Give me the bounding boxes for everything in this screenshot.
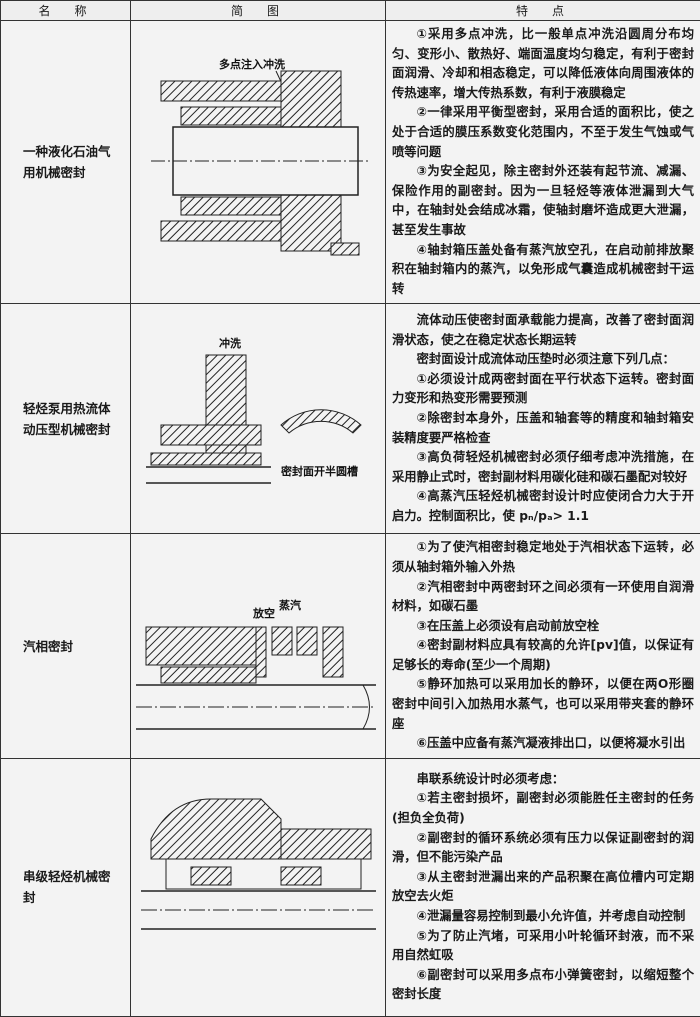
table-row: 轻烃泵用热流体动压型机械密封 冲洗 密封面开半圆槽 流体动压使密封面承载能力提高…	[1, 304, 700, 534]
feature-item: ④泄漏量容易控制到最小允许值，并考虑自动控制	[392, 907, 694, 927]
diagram-label: 多点注入冲洗	[219, 57, 285, 71]
features-cell: ①采用多点冲洗，比一般单点冲洗沿圆周分布均匀、变形小、散热好、端面温度均匀稳定，…	[386, 21, 700, 304]
diagram-label: 蒸汽	[279, 598, 301, 612]
diagram-label: 密封面开半圆槽	[281, 464, 358, 478]
seal-name: 轻烃泵用热流体动压型机械密封	[1, 304, 131, 534]
features-cell: 流体动压使密封面承载能力提高，改善了密封面润滑状态，使之在稳定状态长期运转 密封…	[386, 304, 700, 534]
feature-item: ③在压盖上必须设有启动前放空栓	[392, 617, 694, 637]
feature-item: ③为安全起见，除主密封外还装有起节流、减漏、保险作用的副密封。因为一旦轻烃等液体…	[392, 162, 694, 240]
tandem-seal-diagram	[131, 759, 386, 1015]
diagram-label: 放空	[252, 606, 275, 620]
feature-item: ②副密封的循环系统必须有压力以保证副密封的润滑，但不能污染产品	[392, 829, 694, 868]
table-row: 串级轻烃机械密封 串联系统设计时必须考虑： ①若主密封损坏，副密封必须能胜任主密…	[1, 758, 700, 1016]
feature-item: ②除密封本身外，压盖和轴套等的精度和轴封箱安装精度要严格检查	[392, 409, 694, 448]
feature-item: ④高蒸汽压轻烃机械密封设计时应使闭合力大于开启力。控制面积比，使 pₙ/pₐ> …	[392, 487, 694, 526]
feature-item: ②汽相密封中两密封环之间必须有一环使用自润滑材料，如碳石墨	[392, 578, 694, 617]
feature-item: ②一律采用平衡型密封，采用合适的面积比，使之处于合适的膜压系数变化范围内，不至于…	[392, 103, 694, 162]
diagram-cell: 放空 蒸汽	[131, 534, 386, 759]
hydrodynamic-seal-diagram: 冲洗 密封面开半圆槽	[131, 305, 386, 533]
seal-name: 一种液化石油气用机械密封	[1, 21, 131, 304]
diagram-cell: 多点注入冲洗	[131, 21, 386, 304]
seal-name: 串级轻烃机械密封	[1, 758, 131, 1016]
feature-item: 流体动压使密封面承载能力提高，改善了密封面润滑状态，使之在稳定状态长期运转	[392, 311, 694, 350]
lpg-seal-diagram: 多点注入冲洗	[131, 31, 386, 294]
features-cell: ①为了使汽相密封稳定地处于汽相状态下运转，必须从轴封箱外输入外热 ②汽相密封中两…	[386, 534, 700, 759]
feature-item: 密封面设计成流体动压垫时必须注意下列几点：	[392, 350, 694, 370]
seal-name: 汽相密封	[1, 534, 131, 759]
feature-item: 串联系统设计时必须考虑：	[392, 770, 694, 790]
feature-item: ①采用多点冲洗，比一般单点冲洗沿圆周分布均匀、变形小、散热好、端面温度均匀稳定，…	[392, 25, 694, 103]
feature-item: ④轴封箱压盖处备有蒸汽放空孔，在启动前排放聚积在轴封箱内的蒸汽，以免形成气囊造成…	[392, 241, 694, 300]
table-row: 一种液化石油气用机械密封 多点注入冲洗 ①采用多点冲洗，比一般单点冲洗沿圆周分布…	[1, 21, 700, 304]
header-row: 名 称 简 图 特 点	[1, 1, 700, 21]
feature-item: ⑤静环加热可以采用加长的静环，以便在两O形圈密封中间引入加热用水蒸气，也可以采用…	[392, 675, 694, 734]
feature-item: ①若主密封损坏，副密封必须能胜任主密封的任务(担负全负荷)	[392, 789, 694, 828]
feature-item: ③从主密封泄漏出来的产品积聚在高位槽内可定期放空去火炬	[392, 868, 694, 907]
feature-item: ⑥副密封可以采用多点布小弹簧密封，以缩短整个密封长度	[392, 966, 694, 1005]
header-name: 名 称	[1, 1, 131, 21]
diagram-cell: 冲洗 密封面开半圆槽	[131, 304, 386, 534]
table-row: 汽相密封 放空 蒸汽 ①为了使汽相密封稳定地处于汽相状态下运转，必须从轴封箱外输…	[1, 534, 700, 759]
feature-item: ⑤为了防止汽堵，可采用小叶轮循环封液，而不采用自然虹吸	[392, 927, 694, 966]
vapor-seal-diagram: 放空 蒸汽	[131, 537, 386, 755]
features-cell: 串联系统设计时必须考虑： ①若主密封损坏，副密封必须能胜任主密封的任务(担负全负…	[386, 758, 700, 1016]
diagram-label: 冲洗	[219, 336, 241, 350]
header-diagram: 简 图	[131, 1, 386, 21]
feature-item: ③高负荷轻烃机械密封必须仔细考虑冲洗措施，在采用静止式时，密封副材料用碳化硅和碳…	[392, 448, 694, 487]
feature-item: ⑥压盖中应备有蒸汽凝液排出口，以便将凝水引出	[392, 734, 694, 754]
diagram-cell	[131, 758, 386, 1016]
feature-item: ①必须设计成两密封面在平行状态下运转。密封面力变形和热变形需要预测	[392, 370, 694, 409]
header-features: 特 点	[386, 1, 700, 21]
feature-item: ④密封副材料应具有较高的允许[pv]值，以保证有足够长的寿命(至少一个周期)	[392, 636, 694, 675]
feature-item: ①为了使汽相密封稳定地处于汽相状态下运转，必须从轴封箱外输入外热	[392, 538, 694, 577]
